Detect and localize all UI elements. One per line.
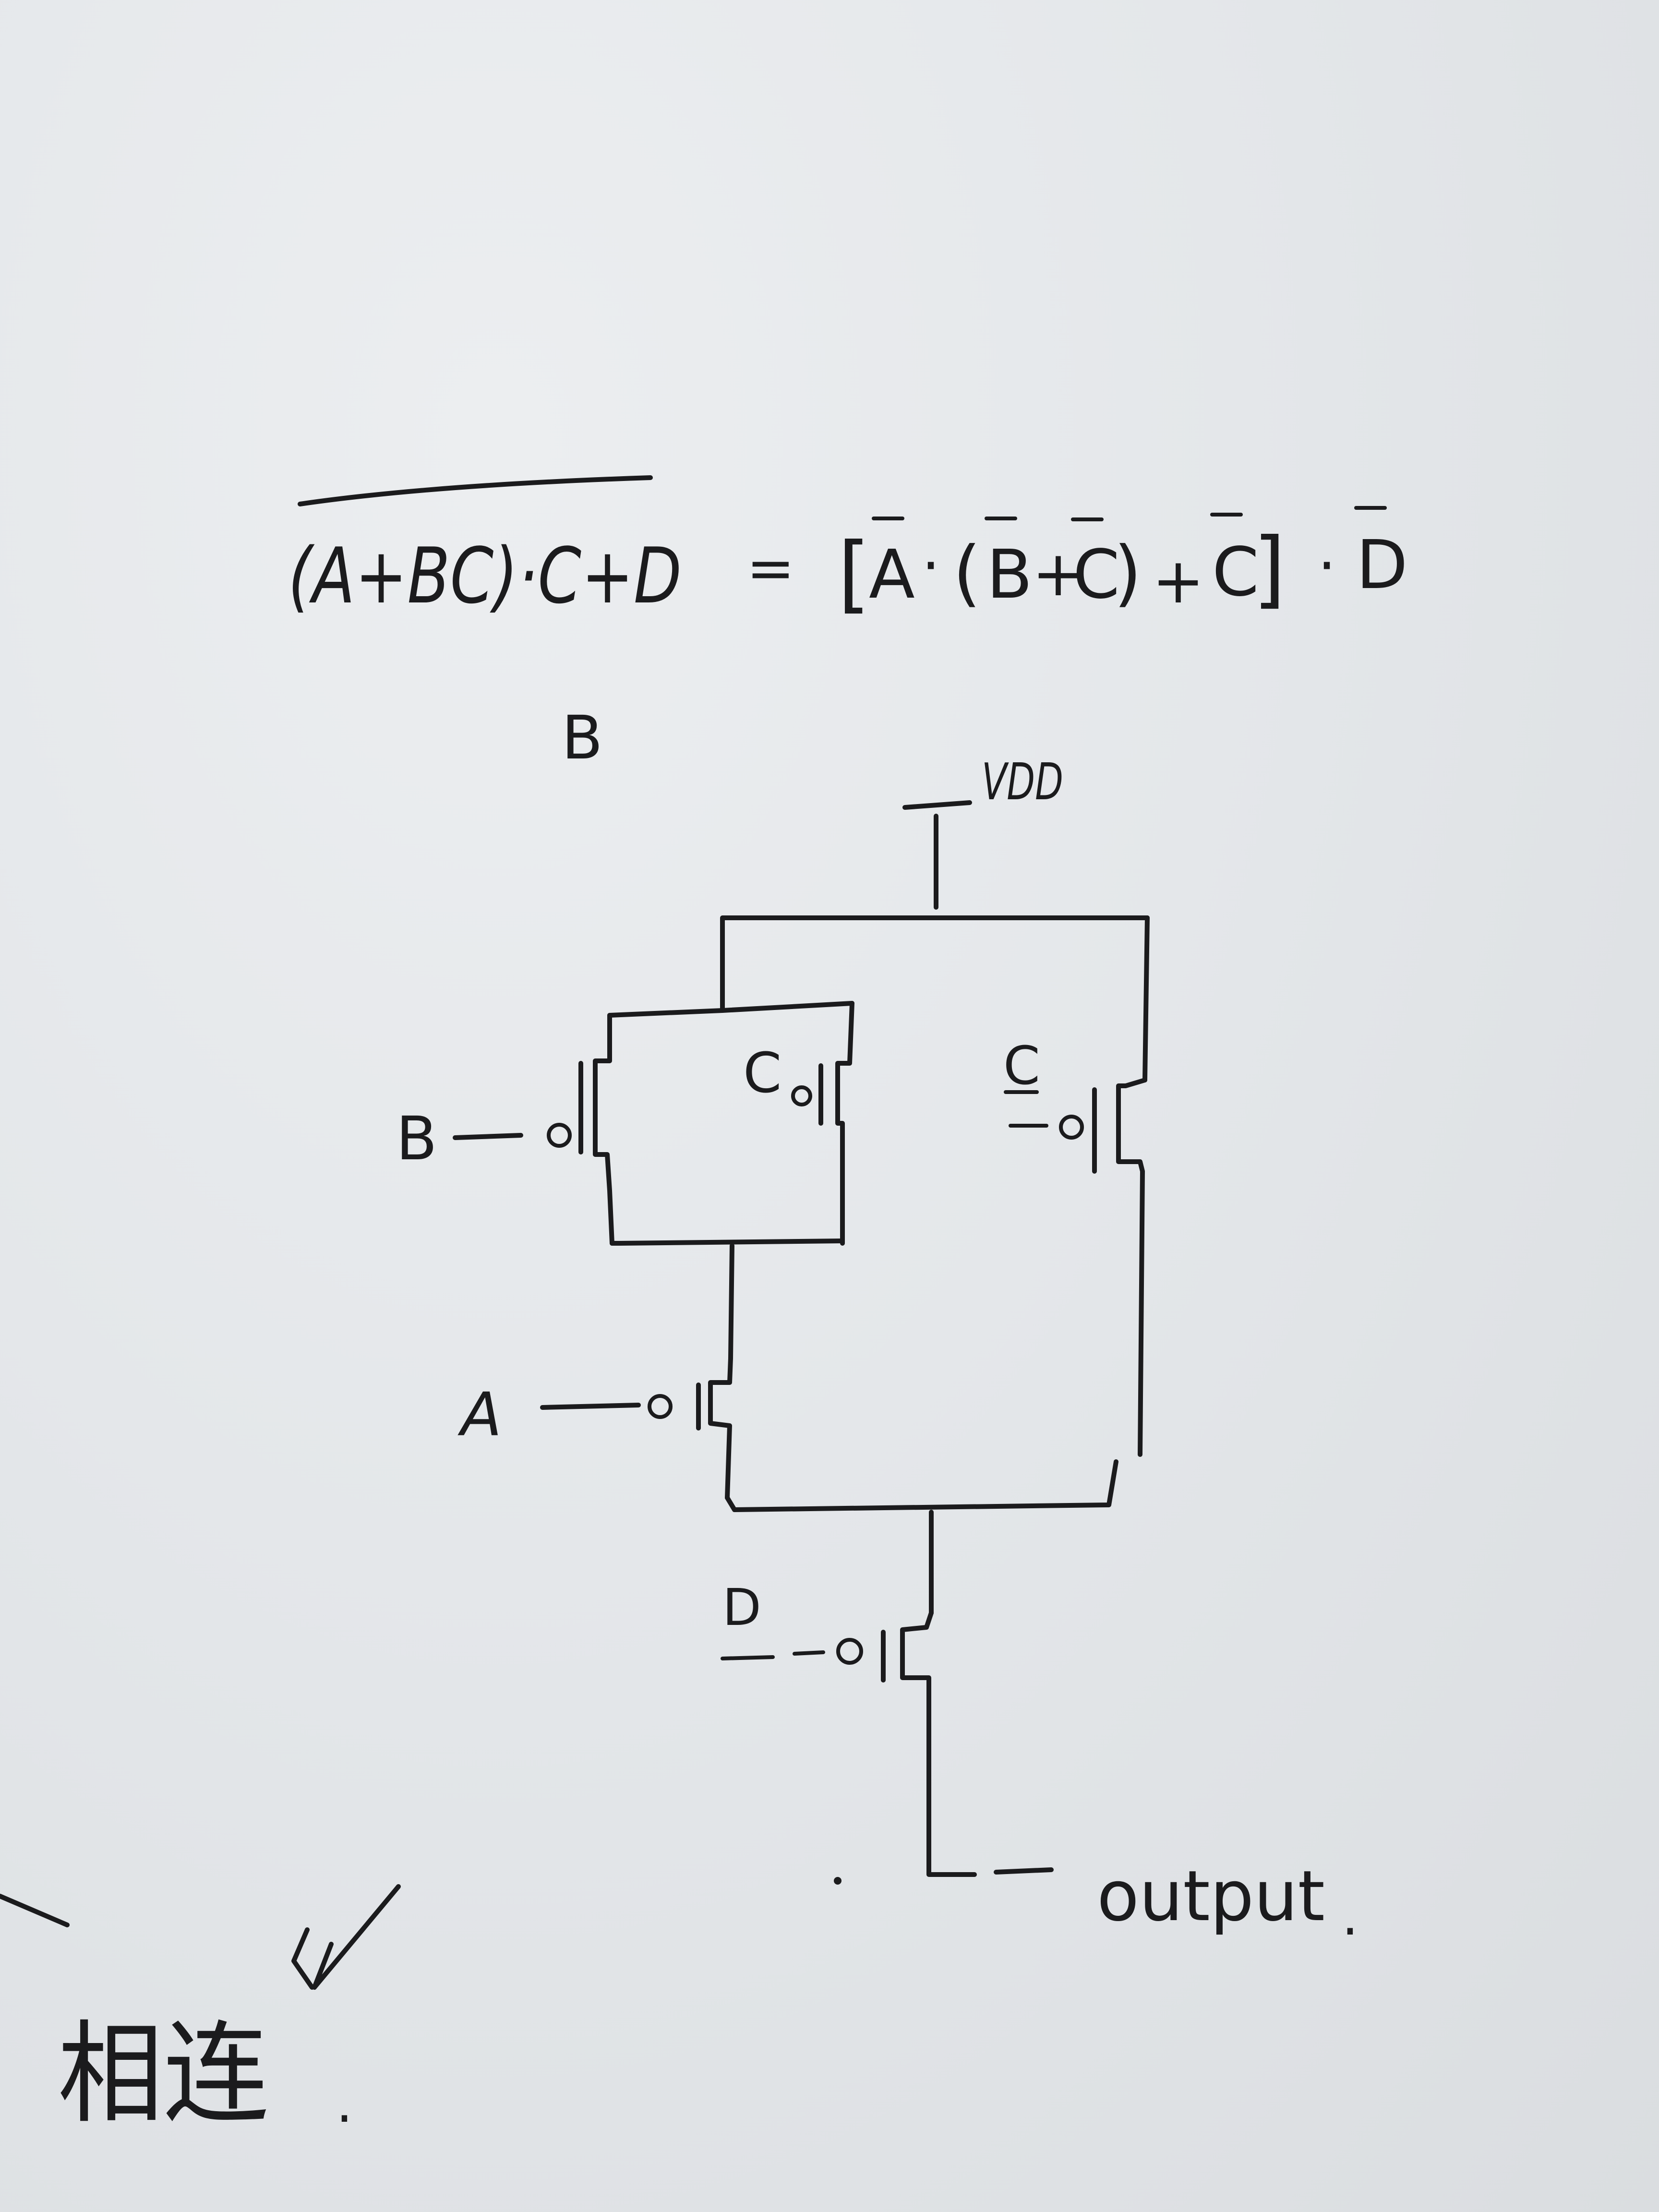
right-branch-wire	[1142, 915, 1150, 1082]
transistor-a-bubble	[648, 1394, 673, 1419]
parallel-block-top	[607, 1001, 854, 1018]
block-to-a-wire	[728, 1243, 734, 1361]
output-dot: .	[1342, 1886, 1358, 1947]
transistor-c-right-bubble	[1059, 1115, 1084, 1140]
chinese-note-dot: .	[336, 2073, 353, 2134]
rhs-close-bracket: ]	[1253, 520, 1286, 618]
transistor-b-channel	[593, 1013, 614, 1246]
vdd-bar	[902, 800, 972, 810]
boolean-equation: (A+BC)·C+D = [ A · ( B + C ) + C ] · D	[288, 475, 1408, 623]
rhs-plus1: +	[1032, 537, 1084, 610]
edge-stroke	[0, 1894, 70, 1927]
rhs-a: A	[869, 536, 915, 614]
transistor-b-bubble	[547, 1123, 572, 1148]
transistor-a-channel	[708, 1356, 733, 1500]
gate-c-inner-label: C	[743, 1041, 781, 1106]
top-rail	[720, 915, 1150, 926]
transistor-d-bubble	[836, 1638, 863, 1665]
rhs-paren-open: (	[953, 531, 981, 615]
vdd-terminal: VDD	[902, 753, 1063, 910]
chinese-note: 相连	[58, 2010, 269, 2139]
gate-c-right-label: C	[1003, 1035, 1040, 1096]
lhs-overbar	[298, 475, 653, 506]
stray-dot	[834, 1877, 842, 1885]
transistor-c-right-channel	[1116, 1078, 1147, 1457]
series-d-section: D output .	[721, 1510, 1358, 1947]
output-wire	[926, 1707, 1054, 1877]
floating-b-label: B	[562, 703, 603, 773]
pullup-network: B C C A	[396, 915, 1150, 1512]
rhs-b: B	[986, 536, 1033, 614]
bottom-notes: 相连 .	[0, 1884, 401, 2139]
parallel-block-bottom	[610, 1238, 845, 1246]
transistor-d-channel	[900, 1611, 934, 1711]
transistor-d-gate-wire	[721, 1650, 825, 1660]
check-mark	[291, 1884, 401, 1990]
rhs-open-bracket: [	[838, 525, 870, 623]
equation-lhs: (A+BC)·C+D	[288, 531, 682, 621]
output-label: output	[1097, 1856, 1325, 1937]
vdd-label: VDD	[982, 753, 1063, 811]
rhs-plus2: +	[1152, 544, 1204, 617]
equation-equals: =	[746, 535, 795, 602]
transistor-b-gate-wire	[453, 1133, 523, 1140]
rhs-d: D	[1356, 526, 1408, 604]
transistor-a-gate-wire	[540, 1403, 641, 1410]
gate-d-label: D	[722, 1578, 761, 1637]
rhs-paren-close: )	[1114, 531, 1142, 615]
rhs-dot1: ·	[922, 533, 940, 600]
transistor-c-inner-channel	[835, 1001, 854, 1246]
gate-b-label: B	[396, 1104, 437, 1174]
transistor-c-inner-bubble	[791, 1085, 812, 1106]
rhs-c2: C	[1212, 533, 1259, 612]
rhs-dot2: ·	[1318, 533, 1336, 600]
merge-rail	[725, 1459, 1118, 1512]
gate-a-label: A	[457, 1380, 502, 1450]
rhs-c1: C	[1073, 536, 1120, 614]
